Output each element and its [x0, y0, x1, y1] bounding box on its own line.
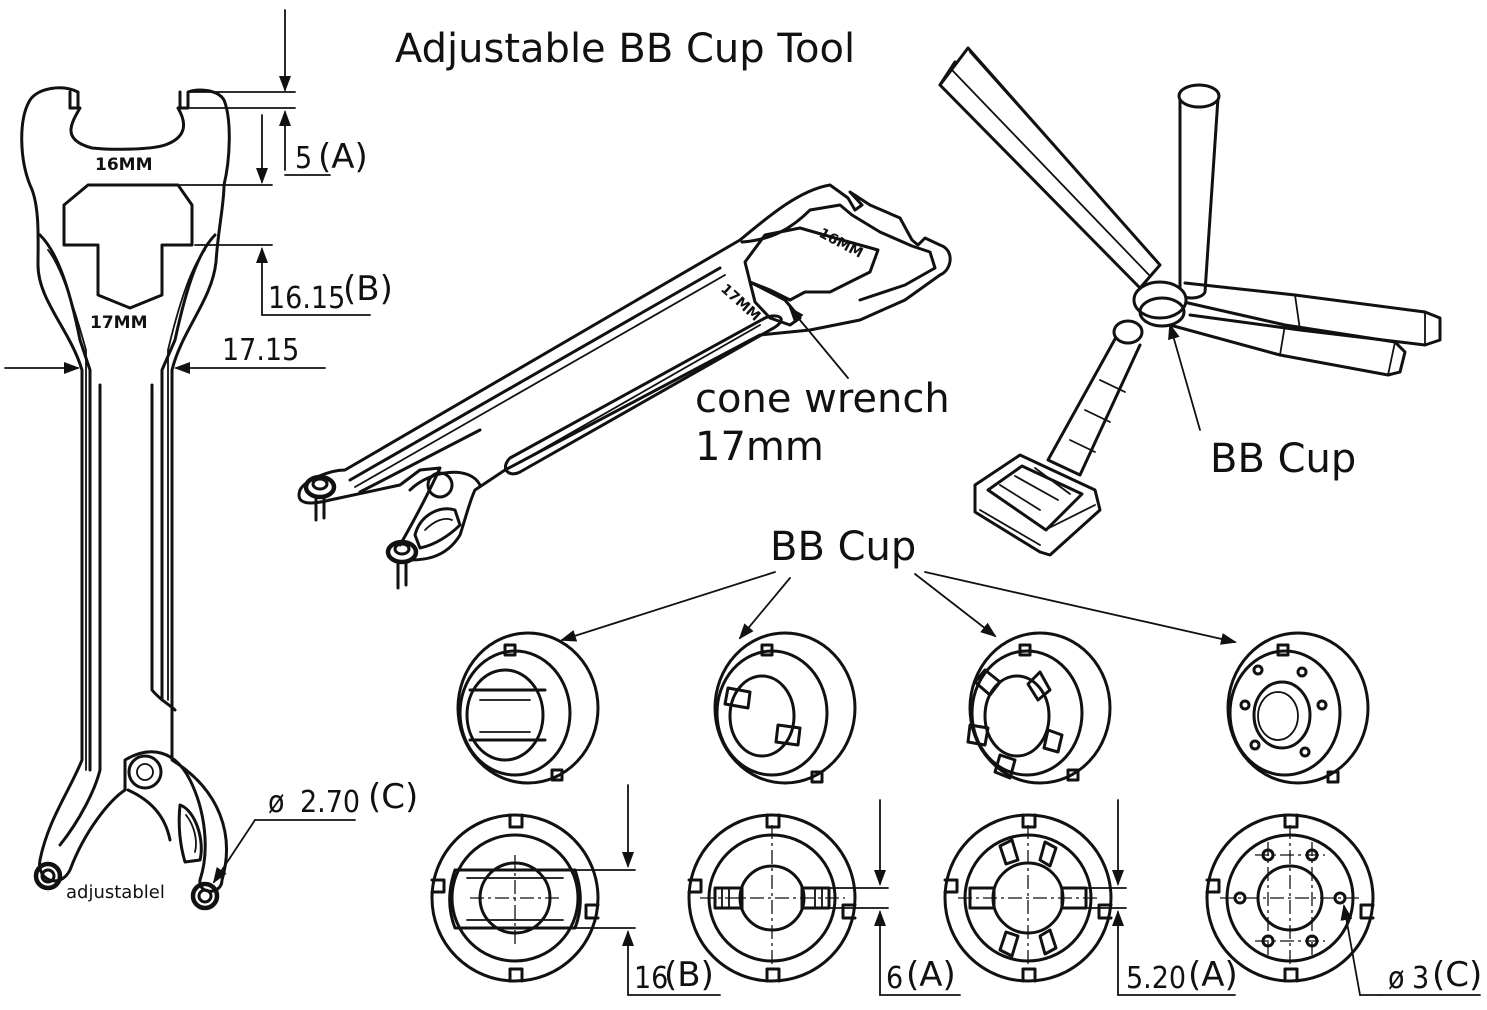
dim-c-value: 2.70 — [300, 785, 360, 820]
dimension-c: ø 2.70 (C) — [212, 777, 418, 884]
cup-flat-4 — [1205, 813, 1375, 983]
dim-cup-1-tag: (B) — [664, 955, 714, 995]
dim-c-symbol: ø — [268, 785, 285, 820]
bb-cups-label: BB Cup — [770, 524, 916, 570]
dim-a-tag: (A) — [318, 137, 368, 177]
dim-cup-1-value: 16 — [634, 961, 668, 996]
bb-cups-section: BB Cup — [430, 524, 1482, 996]
dim-cup-4: ø 3 (C) — [1340, 904, 1482, 996]
dim-cup-3-tag: (A) — [1188, 955, 1238, 995]
dim-cup-3: 5.20 (A) — [1085, 799, 1238, 996]
label-17mm: 17MM — [90, 313, 148, 333]
dim-c-tag: (C) — [368, 777, 418, 817]
dim-b-value: 16.15 — [268, 281, 345, 316]
dim-cup-2-value: 6 — [886, 961, 903, 996]
cone-wrench-size: 17mm — [695, 424, 824, 470]
dim-b-tag: (B) — [343, 269, 393, 309]
label-16mm: 16MM — [95, 155, 153, 175]
dim-cup-4-symbol: ø — [1388, 961, 1405, 996]
iso-label-16mm: 16MM — [816, 225, 865, 261]
cup-flat-1 — [430, 813, 600, 983]
cup-iso-3 — [966, 631, 1112, 785]
dim-cup-3-value: 5.20 — [1126, 961, 1186, 996]
cup-flat-2 — [687, 813, 857, 983]
dim-cup-4-tag: (C) — [1432, 955, 1482, 995]
bb-cup-tool-iso: BB Cup — [938, 46, 1442, 557]
dimension-b: 16.15 (B) — [179, 114, 393, 316]
cone-wrench-label: cone wrench — [695, 376, 950, 422]
dim-a-value: 5 — [295, 141, 312, 176]
wrench-front-view: 16MM 17MM adjustablel 5 (A) 16.15 (B) — [4, 9, 418, 911]
dimension-a: 5 (A) — [189, 9, 368, 177]
cup-iso-4 — [1226, 631, 1370, 785]
cup-iso-2 — [713, 631, 857, 785]
cup-iso-1 — [456, 631, 600, 785]
wrench-iso-view: 16MM 17MM cone wrench 17mm — [297, 183, 952, 590]
dimension-width: 17.15 — [4, 333, 326, 374]
dim-cup-2-tag: (A) — [906, 955, 956, 995]
diagram-title: Adjustable BB Cup Tool — [395, 26, 855, 72]
cup-flat-3 — [943, 813, 1113, 983]
dim-cup-2: 6 (A) — [828, 799, 961, 996]
dim-width-value: 17.15 — [222, 333, 299, 368]
dim-cup-4-value: 3 — [1412, 961, 1429, 996]
dim-cup-1: 16 (B) — [574, 784, 721, 996]
bb-cup-tool-label: BB Cup — [1210, 436, 1356, 482]
label-adjustable: adjustablel — [66, 882, 165, 903]
